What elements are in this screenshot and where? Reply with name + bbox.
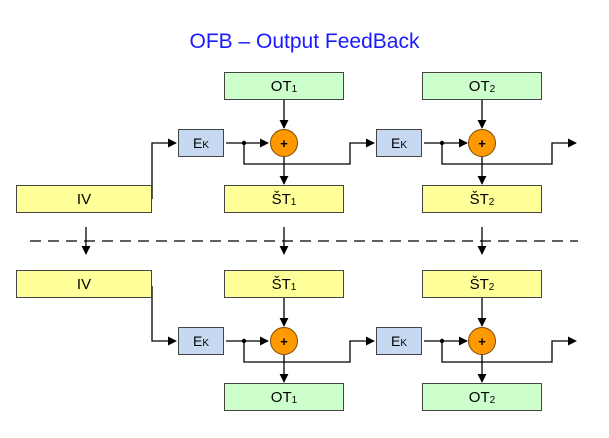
encryption-label: E [390,135,401,151]
encryption-label: E [192,135,203,151]
xor-operator-3: + [270,327,298,355]
plaintext-label: OT [270,388,292,406]
iv-block-decrypt: IV [16,270,152,298]
feedback-to-ek-4-arrow [243,336,375,363]
ciphertext-index: 1 [290,281,297,293]
xor-operator-2: + [468,129,496,157]
ciphertext-index: 1 [290,196,297,208]
key-index: K [400,337,407,349]
key-index: K [400,139,407,151]
plaintext-label: OT [468,77,490,95]
ciphertext-index: 2 [488,196,495,208]
xor-operator-4: + [468,327,496,355]
feedback-to-ek-2-arrow [243,138,375,165]
ciphertext-label: ŠT [469,190,489,208]
encryption-label: E [192,333,203,349]
feedback-out-arrow [441,336,577,363]
plaintext-index: 2 [489,83,496,95]
key-index: K [202,337,209,349]
ciphertext-index: 2 [488,281,495,293]
plaintext-index: 1 [291,83,298,95]
iv-block: IV [16,185,152,213]
ciphertext-label: ŠT [469,275,489,293]
plaintext-index: 1 [291,394,298,406]
iv-to-ek-3-arrow [151,286,177,346]
xor-operator-1: + [270,129,298,157]
ciphertext-label: ŠT [271,190,291,208]
plaintext-label: OT [270,77,292,95]
plaintext-index: 2 [489,394,496,406]
diagram-title: OFB – Output FeedBack [189,30,420,53]
plaintext-label: OT [468,388,490,406]
feedback-out-arrow [441,138,577,165]
ciphertext-label: ŠT [271,275,291,293]
iv-to-ek-1-arrow [151,138,177,199]
key-index: K [202,139,209,151]
encryption-label: E [390,333,401,349]
